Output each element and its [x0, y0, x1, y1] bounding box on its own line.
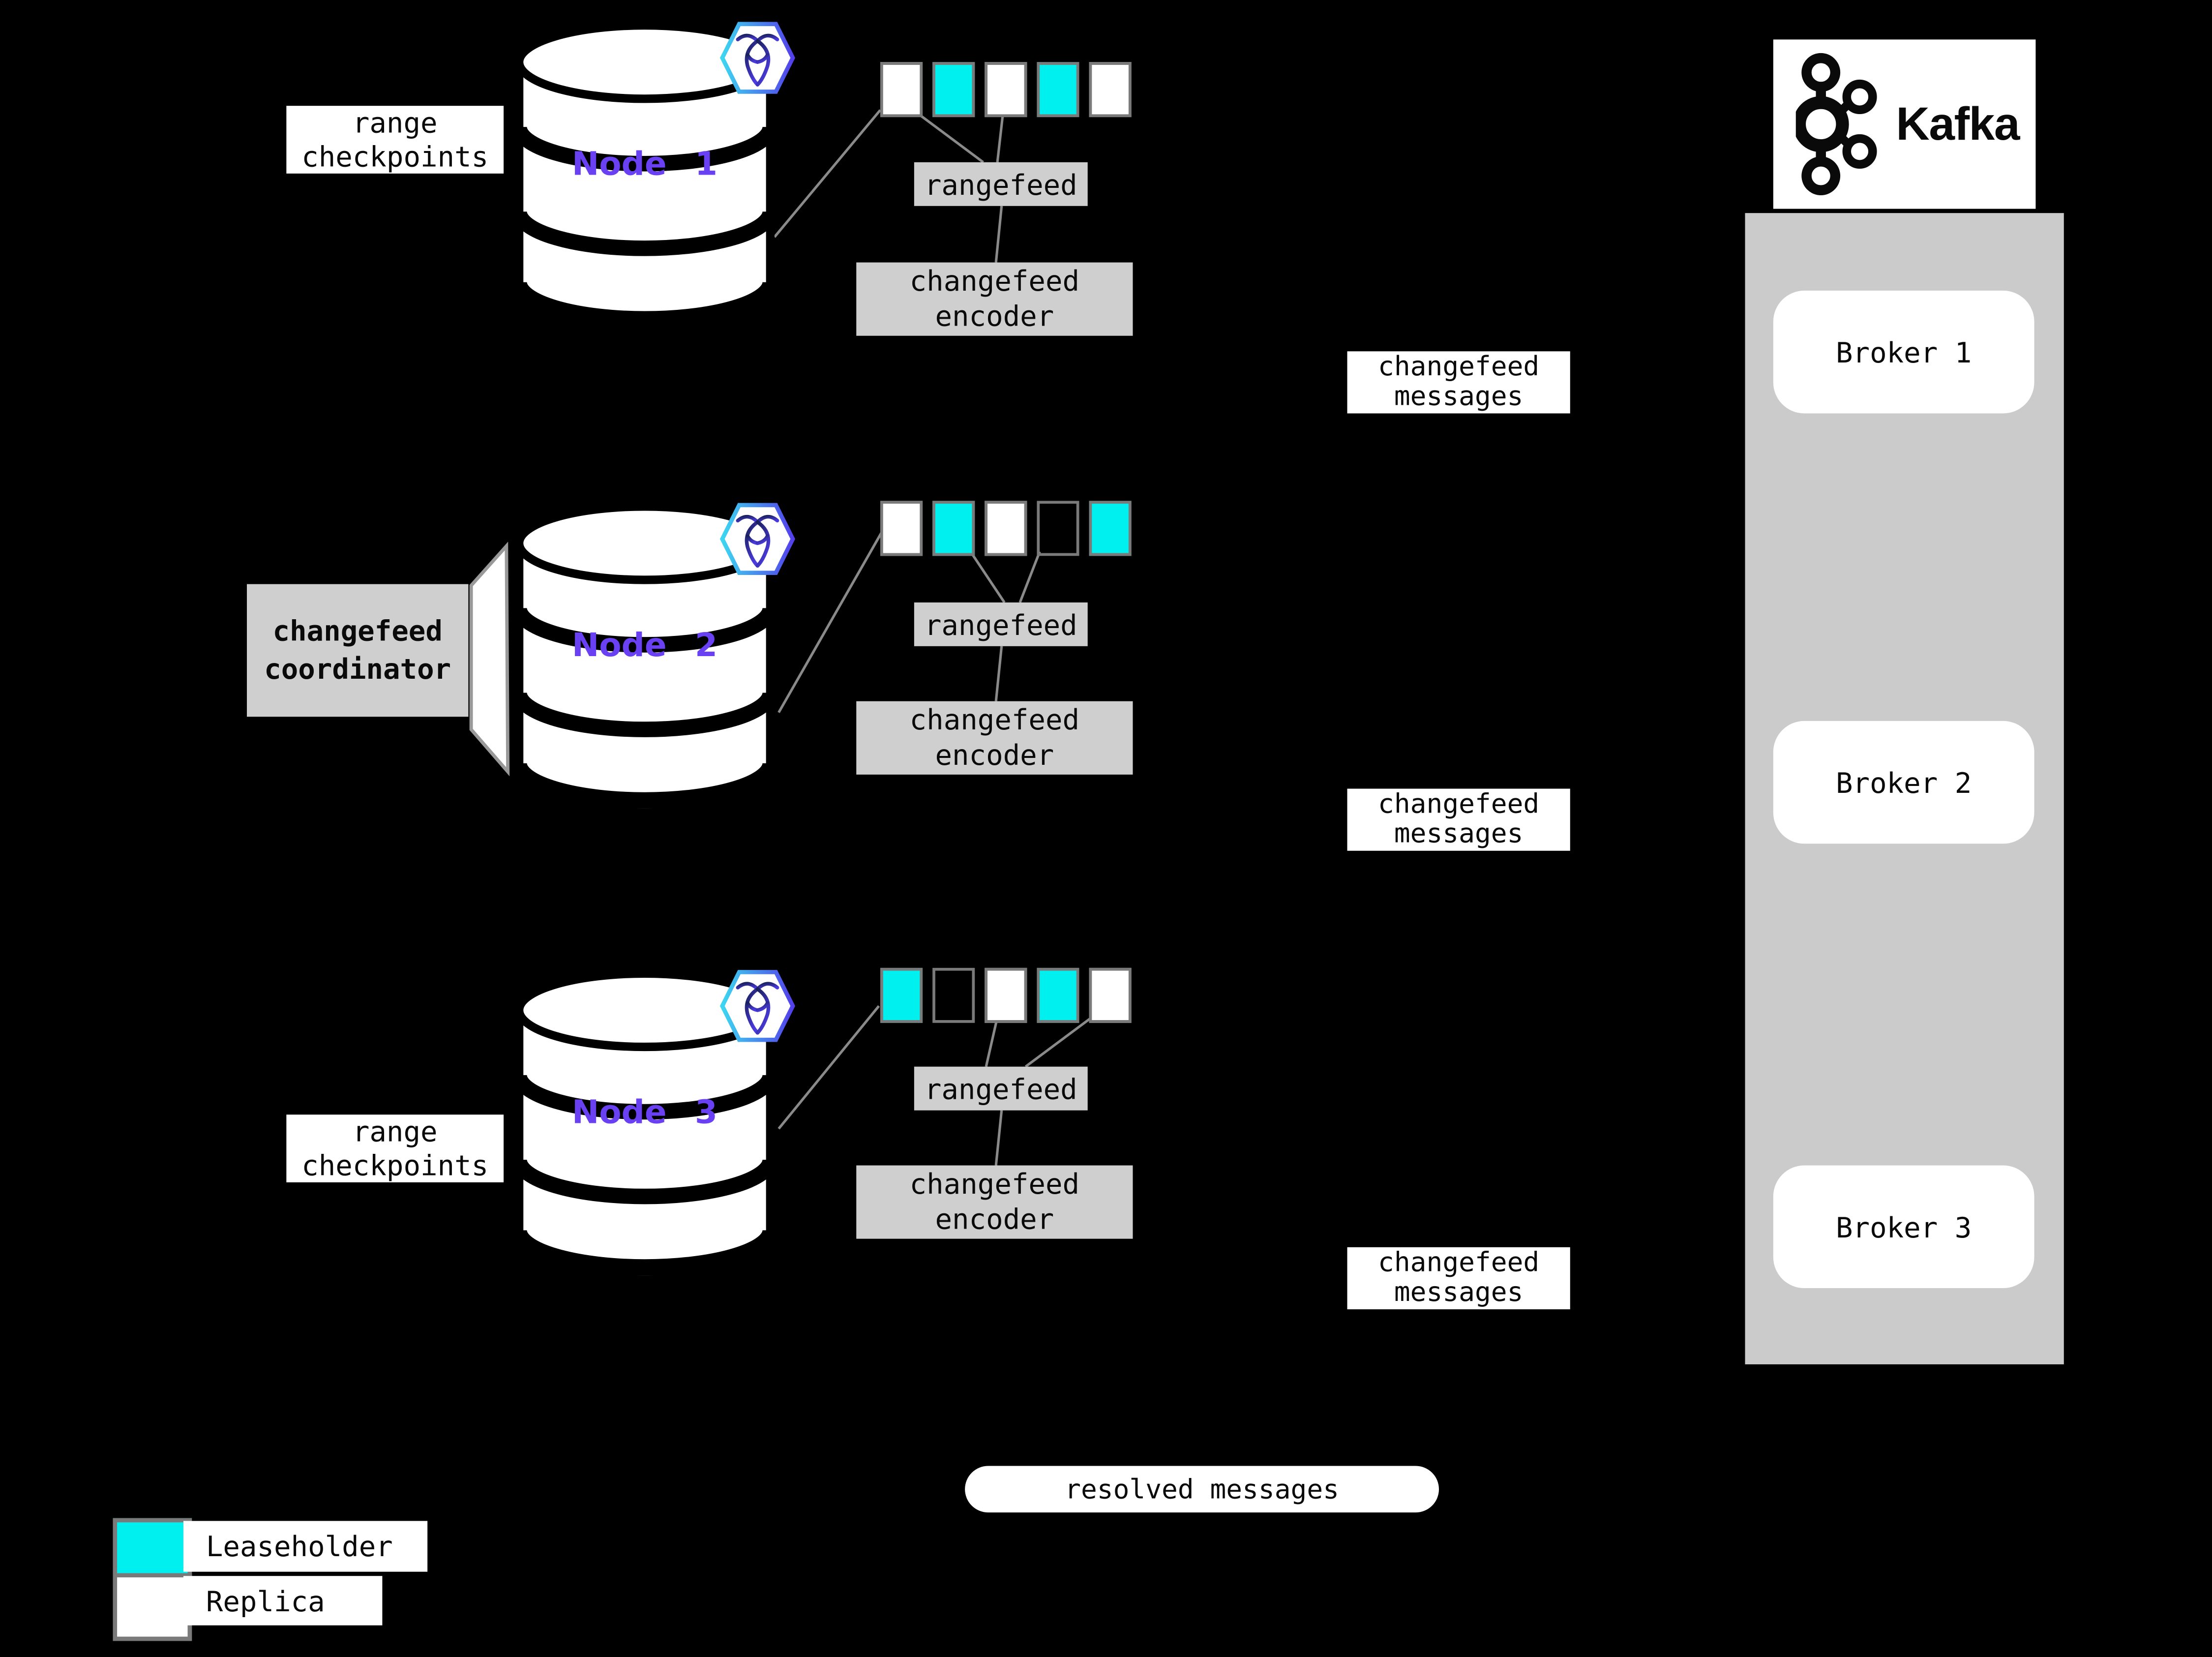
rangefeed-box: rangefeed	[914, 602, 1088, 646]
changefeed-messages-label: changefeed messages	[1347, 788, 1570, 851]
database-cylinder-icon	[513, 970, 776, 1276]
changefeed-coordinator-label: changefeed coordinator	[247, 584, 469, 717]
range-rect	[880, 62, 923, 118]
broker-2-box: Broker 2	[1773, 721, 2034, 844]
cockroachdb-logo-icon	[719, 970, 795, 1042]
legend-label-leaseholder: Leaseholder	[183, 1521, 428, 1572]
range-rect	[1089, 967, 1132, 1023]
legend-label-replica: Replica	[183, 1576, 383, 1626]
coordinator-flag-shape	[469, 542, 510, 777]
range-rect	[985, 501, 1027, 556]
resolved-messages-label: resolved messages	[965, 1466, 1439, 1513]
kafka-wordmark: Kafka	[1896, 97, 2020, 150]
range-rect	[1037, 62, 1079, 118]
kafka-logo-icon	[1795, 53, 1877, 195]
rangefeed-box: rangefeed	[914, 1066, 1088, 1111]
legend-swatch-replica	[113, 1573, 192, 1641]
range-checkpoints-label: range checkpoints	[286, 106, 504, 174]
range-rect	[880, 967, 923, 1023]
cockroachdb-logo-icon	[719, 22, 795, 94]
node-1-label: Node 1	[572, 147, 717, 183]
cockroachdb-logo-icon	[719, 503, 795, 575]
changefeed-encoder-box: changefeed encoder	[856, 1165, 1133, 1239]
database-cylinder-icon	[513, 22, 776, 328]
changefeed-messages-label: changefeed messages	[1347, 351, 1570, 414]
database-cylinder-icon	[513, 504, 776, 809]
range-rect	[1037, 501, 1079, 556]
range-rect	[932, 501, 975, 556]
rangefeed-box: rangefeed	[914, 162, 1088, 206]
range-rect	[1089, 62, 1132, 118]
changefeed-messages-label: changefeed messages	[1347, 1247, 1570, 1310]
node-3-label: Node 3	[572, 1095, 717, 1132]
node-2-cylinder: Node 2	[513, 503, 795, 809]
range-checkpoints-label: range checkpoints	[286, 1115, 504, 1182]
node-2-label: Node 2	[572, 628, 717, 665]
range-rect	[932, 967, 975, 1023]
range-rect	[880, 501, 923, 556]
range-rect	[985, 62, 1027, 118]
node-1-cylinder: Node 1	[513, 22, 795, 328]
node-3-cylinder: Node 3	[513, 970, 795, 1276]
kafka-logo: Kafka	[1773, 39, 2036, 209]
broker-1-box: Broker 1	[1773, 290, 2034, 414]
range-rect	[985, 967, 1027, 1023]
range-rect	[1089, 501, 1132, 556]
broker-3-box: Broker 3	[1773, 1165, 2034, 1289]
changefeed-encoder-box: changefeed encoder	[856, 262, 1133, 336]
range-rect	[932, 62, 975, 118]
changefeed-encoder-box: changefeed encoder	[856, 701, 1133, 775]
kafka-panel: Broker 1 Broker 2 Broker 3	[1745, 213, 2064, 1364]
range-rect	[1037, 967, 1079, 1023]
